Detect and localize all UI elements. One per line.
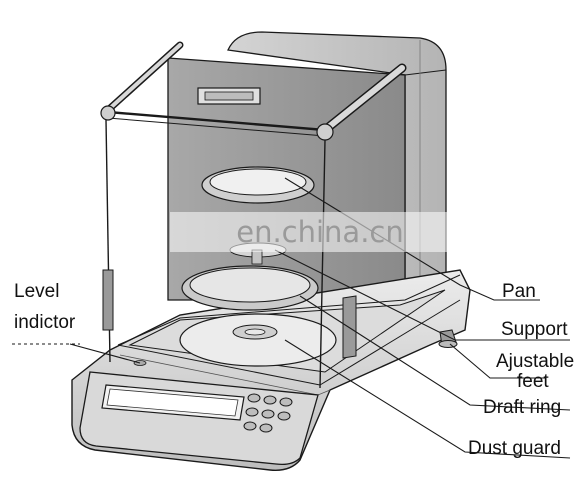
draft-ring xyxy=(181,265,319,311)
support-leader xyxy=(274,249,570,341)
label-level-indicator-1: Level xyxy=(14,281,60,302)
label-support: Support xyxy=(501,319,568,340)
glass-door-frame xyxy=(100,41,407,389)
feet-leader xyxy=(449,343,545,379)
label-pan: Pan xyxy=(502,281,536,302)
label-dust-guard: Dust guard xyxy=(468,438,561,459)
control-panel xyxy=(79,371,319,466)
label-level-indicator-2: indictor xyxy=(14,312,76,333)
label-adjustable-feet-2: feet xyxy=(517,371,549,392)
dust-guard-leader xyxy=(284,339,571,459)
dust-guard xyxy=(179,313,337,367)
pan xyxy=(201,166,315,204)
right-door-handle xyxy=(342,295,357,359)
left-door-handle xyxy=(102,269,114,331)
watermark: en.china.cn xyxy=(170,212,470,252)
label-draft-ring: Draft ring xyxy=(483,397,562,418)
back-handle xyxy=(197,87,261,105)
keypad xyxy=(243,393,293,433)
label-adjustable-feet-1: Ajustable xyxy=(496,351,575,372)
draft-ring-leader xyxy=(299,295,571,411)
level-indicator-leader xyxy=(69,343,141,364)
